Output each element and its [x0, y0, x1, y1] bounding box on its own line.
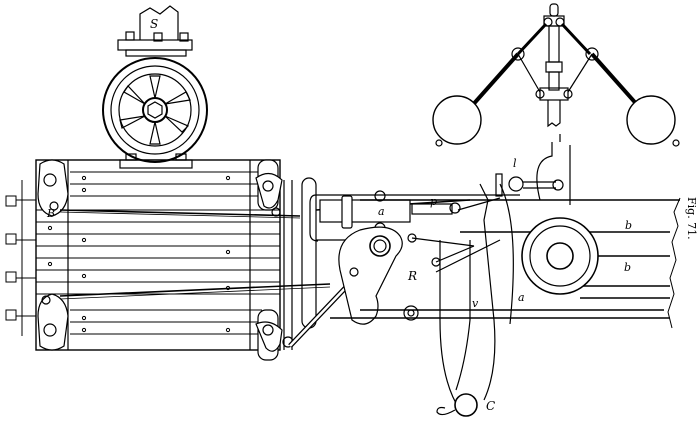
label-a-frame: a: [518, 291, 525, 304]
label-b-upper: b: [625, 219, 633, 232]
label-p: p: [430, 195, 438, 208]
shaft-s: [117, 5, 193, 57]
governor-icon: [432, 3, 680, 147]
lever-arm: [436, 183, 514, 417]
label-v: v: [472, 297, 479, 310]
label-s: S: [150, 17, 159, 31]
eccentric-wheel: [521, 134, 599, 295]
label-c: C: [486, 399, 496, 413]
governor-link-l: [457, 173, 564, 211]
label-b: B: [47, 207, 56, 220]
engine-frame: [330, 197, 681, 329]
rock-arms-left: [37, 159, 69, 351]
valve-chest-a: [309, 190, 520, 242]
label-l: l: [513, 157, 517, 170]
flywheel-icon: [102, 57, 208, 169]
label-r: R: [408, 269, 418, 283]
bell-crank-r: [338, 226, 501, 325]
label-b-lower: b: [624, 261, 632, 274]
rock-arms-right: [255, 159, 294, 361]
figure-caption: Fig. 71.: [685, 197, 698, 240]
label-a-cylinder: a: [378, 205, 385, 218]
